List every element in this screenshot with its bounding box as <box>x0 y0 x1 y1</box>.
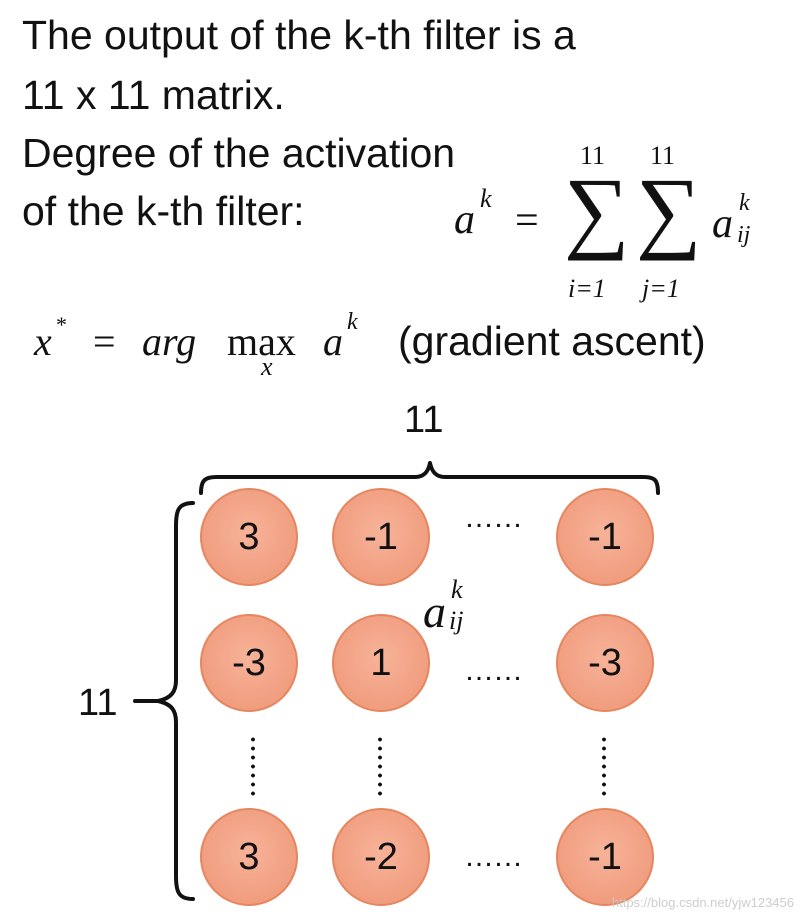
intro-line-1: The output of the k-th filter is a <box>22 12 576 58</box>
formula-term-subscript: ij <box>737 222 751 248</box>
column-n-ellipsis <box>601 735 607 797</box>
matrix-cell-rn-c2: -2 <box>332 808 430 906</box>
row-n-ellipsis: …… <box>464 840 523 873</box>
watermark: https://blog.csdn.net/yjw123456 <box>611 895 794 910</box>
activation-line-2: of the k-th filter: <box>22 188 305 234</box>
matrix-width-label: 11 <box>404 399 444 441</box>
column-2-ellipsis <box>377 735 383 797</box>
matrix-cell-rn-c1: 3 <box>200 808 298 906</box>
left-brace <box>156 501 195 901</box>
formula-lower-j: j=1 <box>642 274 680 303</box>
formula-upper-i: 11 <box>580 141 606 170</box>
formula-sigma-j: ∑ <box>636 159 702 261</box>
column-1-ellipsis <box>250 735 256 797</box>
intro-line-2: 11 x 11 matrix. <box>22 72 285 118</box>
matrix-cell-r2-c2: 1 <box>332 614 430 712</box>
argmax-equals: = <box>93 319 116 364</box>
formula-term: a <box>712 201 733 247</box>
formula-lhs: a <box>454 197 475 243</box>
formula-sigma-i: ∑ <box>564 159 630 261</box>
matrix-cell-r2-cn: -3 <box>556 614 654 712</box>
top-brace <box>199 461 660 495</box>
row-1-ellipsis: …… <box>464 501 523 534</box>
argmax-arg: arg <box>142 319 197 364</box>
argmax-max: max <box>227 319 296 364</box>
matrix-cell-rn-cn: -1 <box>556 808 654 906</box>
matrix-element-base: a <box>423 586 446 637</box>
formula-upper-j: 11 <box>650 141 676 170</box>
argmax-x: x <box>34 319 52 364</box>
matrix-cell-r1-cn: -1 <box>556 488 654 586</box>
formula-equals: = <box>515 198 539 244</box>
matrix-height-label: 11 <box>78 682 118 724</box>
matrix-element-subscript: ij <box>449 606 464 635</box>
matrix-cell-r1-c2: -1 <box>332 488 430 586</box>
argmax-under: x <box>261 352 273 381</box>
matrix-cell-r1-c1: 3 <box>200 488 298 586</box>
argmax-a: a <box>323 319 343 364</box>
argmax-a-superscript: k <box>347 309 358 335</box>
argmax-star: * <box>56 312 67 337</box>
matrix-element-superscript: k <box>451 575 463 604</box>
formula-term-superscript: k <box>739 190 750 216</box>
activation-line-1: Degree of the activation <box>22 130 456 176</box>
matrix-cell-r2-c1: -3 <box>200 614 298 712</box>
formula-lower-i: i=1 <box>568 274 606 303</box>
row-2-ellipsis: …… <box>464 654 523 687</box>
formula-lhs-superscript: k <box>480 184 492 213</box>
gradient-ascent-note: (gradient ascent) <box>398 318 706 364</box>
